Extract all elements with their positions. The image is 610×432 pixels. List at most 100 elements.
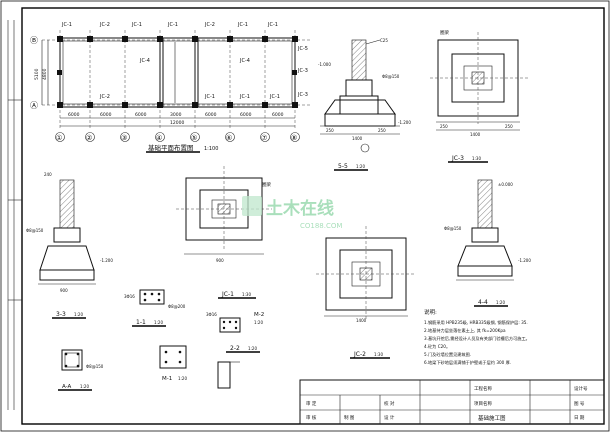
section-5-5: 250 250 1400 -1.000 -1.200 Φ8@150 C25 5-…	[318, 38, 411, 171]
ring-beam-label: 圈梁	[262, 181, 271, 188]
section-title: M-2	[254, 312, 264, 318]
plan-title: 基础平面布置图	[148, 143, 194, 152]
rebar-label: Φ8@150	[86, 364, 104, 369]
binding-strip	[7, 20, 22, 410]
dim: 900	[60, 288, 68, 293]
axis-number: ④	[156, 134, 162, 142]
elevation: -1.200	[398, 120, 411, 125]
footing-jc-1: 900 圈梁 JC-1 1:30	[176, 166, 272, 299]
elevation: -1.200	[100, 258, 113, 263]
note-item: 1.钢筋采用 HPB235级, HRB335级钢, 钢筋保护层: 35.	[424, 319, 528, 326]
title-block: 审 定 审 核 校 对 设 计 制 图 工程名称 项目名称 设计号 图 号 日 …	[299, 379, 605, 425]
plan-total: 12000	[170, 120, 184, 126]
axis-letter: Ⓐ	[30, 101, 38, 110]
section-a-a: Φ8@150 A-A 1:20	[58, 349, 104, 391]
plan-span: 6000	[240, 112, 252, 118]
axis-number: ①	[56, 134, 62, 142]
plan-depth-part: 4800	[42, 68, 48, 80]
dim: 250	[505, 124, 513, 129]
jc-label: JC-1	[267, 22, 278, 28]
footing-jc-2: 1400 JC-2 1:30	[316, 226, 416, 359]
section-title: 2-2	[230, 345, 240, 352]
title-field: 图 号	[574, 401, 585, 407]
plan-columns	[57, 36, 298, 108]
jc-label: JC-4	[239, 58, 250, 64]
section-title: 4-4	[478, 299, 488, 306]
jc-label: JC-1	[131, 22, 142, 28]
foundation-plan: JC-1 JC-2 JC-1 JC-1 JC-2 JC-1 JC-1 JC-5 …	[30, 22, 310, 153]
title-field: 设计号	[574, 385, 588, 392]
rebar-label: Φ8@150	[444, 226, 462, 231]
plan-span: 6000	[100, 112, 112, 118]
section-1-1: 3Φ16 Φ8@200 1-1 1:20	[124, 289, 186, 327]
note-item: 2.地基持力层坐落在素土上, 其 fk=200Kpa	[424, 327, 506, 334]
section-scale: 1:20	[254, 320, 263, 325]
concrete-label: C25	[380, 38, 388, 43]
detail-m-1: M-1 1:20	[159, 345, 187, 382]
plan-scale: 1:100	[204, 146, 218, 152]
section-scale: 1:20	[356, 164, 365, 169]
section-scale: 1:20	[248, 346, 257, 351]
section-title: A-A	[62, 384, 72, 390]
title-field: 设 计	[384, 414, 395, 421]
section-3-3: 240 Φ8@150 -1.200 900 3-3 1:20	[26, 172, 113, 319]
rebar-label: 3Φ16	[206, 312, 217, 317]
plan-span: 6000	[205, 112, 217, 118]
plan-span: 3000	[170, 112, 182, 118]
section-scale: 1:30	[242, 292, 251, 297]
section-scale: 1:30	[374, 352, 383, 357]
rebar-label: 3Φ16	[124, 294, 135, 299]
elevation: -1.200	[518, 258, 531, 263]
elevation: -1.000	[318, 62, 331, 67]
jc-label: JC-3	[297, 92, 308, 98]
section-scale: 1:20	[74, 312, 83, 317]
title-field: 工程名称	[474, 385, 492, 392]
rebar-label: Φ8@200	[168, 304, 186, 309]
section-scale: 1:20	[154, 320, 163, 325]
section-title: M-1	[162, 376, 172, 382]
note-item: 5.门及砼墙位置见建筑图.	[424, 351, 471, 358]
detail-m-2: M-2 1:20	[217, 312, 264, 389]
note-item: 3.基坑开挖后,需经设计人员及有关部门验槽后方可施工。	[424, 335, 530, 342]
notes-block: 说明: 1.钢筋采用 HPB235级, HRB335级钢, 钢筋保护层: 35.…	[424, 308, 530, 366]
section-title: 1-1	[136, 319, 146, 326]
title-field: 制 图	[344, 414, 355, 421]
dim: 250	[440, 124, 448, 129]
jc-label: JC-5	[297, 46, 308, 52]
dim: 1400	[470, 132, 481, 137]
title-field: 校 对	[384, 400, 395, 407]
axis-number: ⑧	[291, 134, 297, 142]
jc-label: JC-1	[167, 22, 178, 28]
jc-label: JC-4	[139, 58, 150, 64]
section-scale: 1:20	[178, 376, 187, 381]
jc-label: JC-2	[99, 94, 110, 100]
section-scale: 1:30	[472, 156, 481, 161]
section-scale: 1:20	[80, 384, 89, 389]
dim: 900	[216, 258, 224, 263]
plan-walls	[59, 37, 296, 108]
notes-heading: 说明:	[424, 308, 437, 316]
watermark-url: CO188.COM	[300, 222, 342, 230]
jc-label: JC-1	[269, 94, 280, 100]
note-item: 4.砼为 C20。	[424, 343, 450, 350]
jc-label: JC-3	[297, 68, 308, 74]
plan-span: 6000	[272, 112, 284, 118]
plan-span: 6000	[68, 112, 80, 118]
note-item: 6.地梁下砂地层须满铺于护壁或于层约 300 厚.	[424, 359, 511, 366]
axis-number: ⑦	[261, 134, 267, 142]
watermark-brand: 土木在线	[266, 198, 334, 219]
section-title: JC-2	[353, 351, 366, 358]
jc-label: JC-1	[239, 94, 250, 100]
title-field: 日 期	[574, 415, 585, 421]
elevation: ±0.000	[498, 182, 513, 187]
rebar-label: Φ8@150	[26, 228, 44, 233]
rebar-label: Φ8@150	[382, 74, 400, 79]
section-title: 3-3	[56, 311, 66, 318]
plan-span: 6000	[135, 112, 147, 118]
dim: 1400	[356, 318, 367, 323]
axis-number: ②	[86, 134, 92, 142]
axis-letter: Ⓑ	[30, 36, 38, 45]
title-field: 项目名称	[474, 400, 492, 407]
